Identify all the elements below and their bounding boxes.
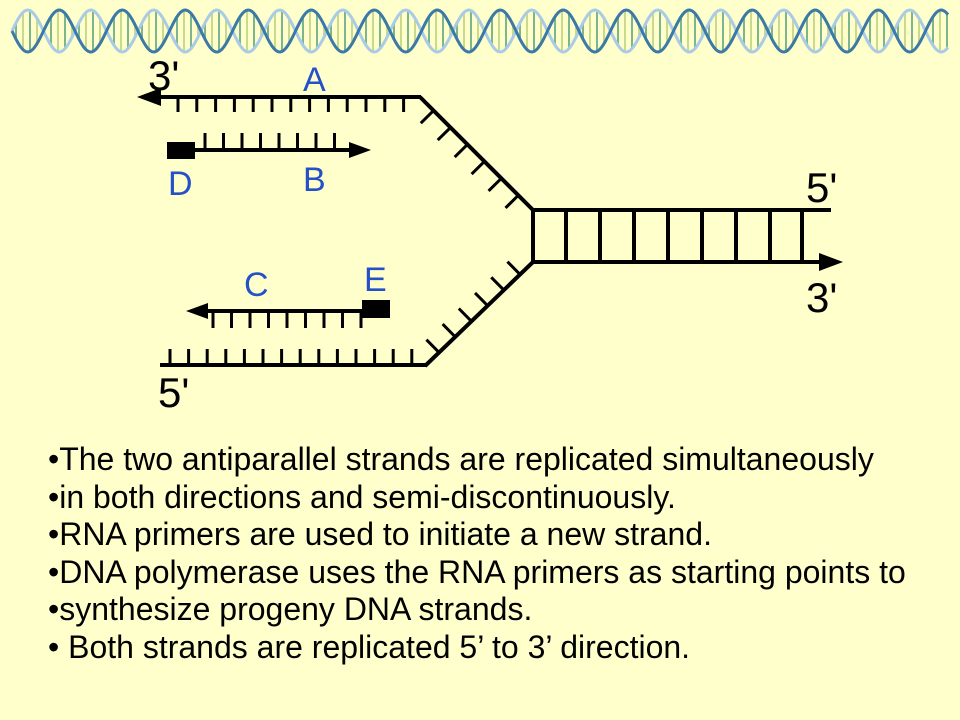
bullet-line: • Both strands are replicated 5’ to 3’ d… — [48, 628, 691, 665]
strand-c-arrowhead — [186, 303, 208, 319]
strand-b-bases — [203, 133, 336, 150]
bullet-line: •synthesize progeny DNA strands. — [48, 591, 533, 628]
strand-b-arrowhead — [349, 142, 371, 158]
label-b: B — [303, 161, 326, 199]
base-tick — [470, 160, 486, 176]
bullet-line: •in both directions and semi-discontinuo… — [48, 478, 676, 515]
primer-e-block — [362, 300, 390, 318]
base-tick — [490, 276, 505, 292]
lower-fork-arm-backbone — [423, 260, 535, 368]
strand-a — [137, 88, 421, 112]
label-right-bottom-3prime: 3' — [806, 274, 837, 321]
lower-fork-arm-bases — [425, 260, 522, 354]
base-tick — [436, 126, 452, 142]
base-tick — [457, 307, 473, 323]
bullet-line: •DNA polymerase uses the RNA primers as … — [48, 553, 906, 590]
strand-a-bases — [176, 97, 406, 112]
helix-strand-dark — [10, 8, 950, 54]
label-d: D — [168, 165, 193, 203]
label-top-left-3prime: 3' — [148, 52, 179, 99]
base-tick — [504, 194, 520, 209]
base-tick — [419, 109, 435, 125]
strand-b — [167, 133, 371, 159]
strand-bottom — [160, 349, 426, 367]
base-tick — [425, 338, 441, 354]
bullet-list: •The two antiparallel strands are replic… — [48, 441, 906, 667]
helix-rungs — [15, 10, 948, 52]
duplex-bottom-arrowhead — [819, 253, 843, 271]
primer-d-block — [167, 142, 195, 159]
label-c: C — [244, 266, 269, 304]
bullet-line: •The two antiparallel strands are replic… — [48, 441, 874, 477]
base-tick — [487, 177, 503, 193]
parental-duplex — [531, 208, 843, 271]
strand-bottom-bases — [168, 349, 414, 365]
label-right-top-5prime: 5' — [806, 164, 837, 211]
base-tick — [506, 260, 522, 276]
lower-fork-arm — [423, 260, 535, 368]
bullet-line: •RNA primers are used to initiate a new … — [48, 516, 712, 553]
replication-fork-diagram: 3' A D B 5' 3' C E 5' — [137, 52, 843, 416]
duplex-base-pairs — [564, 210, 804, 262]
dna-helix-border-icon — [10, 8, 950, 54]
label-e: E — [364, 261, 387, 299]
label-a: A — [303, 61, 326, 99]
strand-c — [186, 300, 390, 328]
strand-c-bases — [211, 311, 363, 328]
upper-fork-arm-backbone — [418, 95, 535, 212]
helix-strand-light — [10, 8, 950, 54]
label-bottom-left-5prime: 5' — [158, 369, 189, 416]
upper-fork-arm-bases — [419, 109, 520, 209]
base-tick — [473, 291, 489, 307]
base-tick — [441, 323, 457, 338]
strand-a-arrowhead — [137, 88, 161, 106]
base-tick — [453, 143, 469, 159]
upper-fork-arm — [418, 95, 535, 212]
